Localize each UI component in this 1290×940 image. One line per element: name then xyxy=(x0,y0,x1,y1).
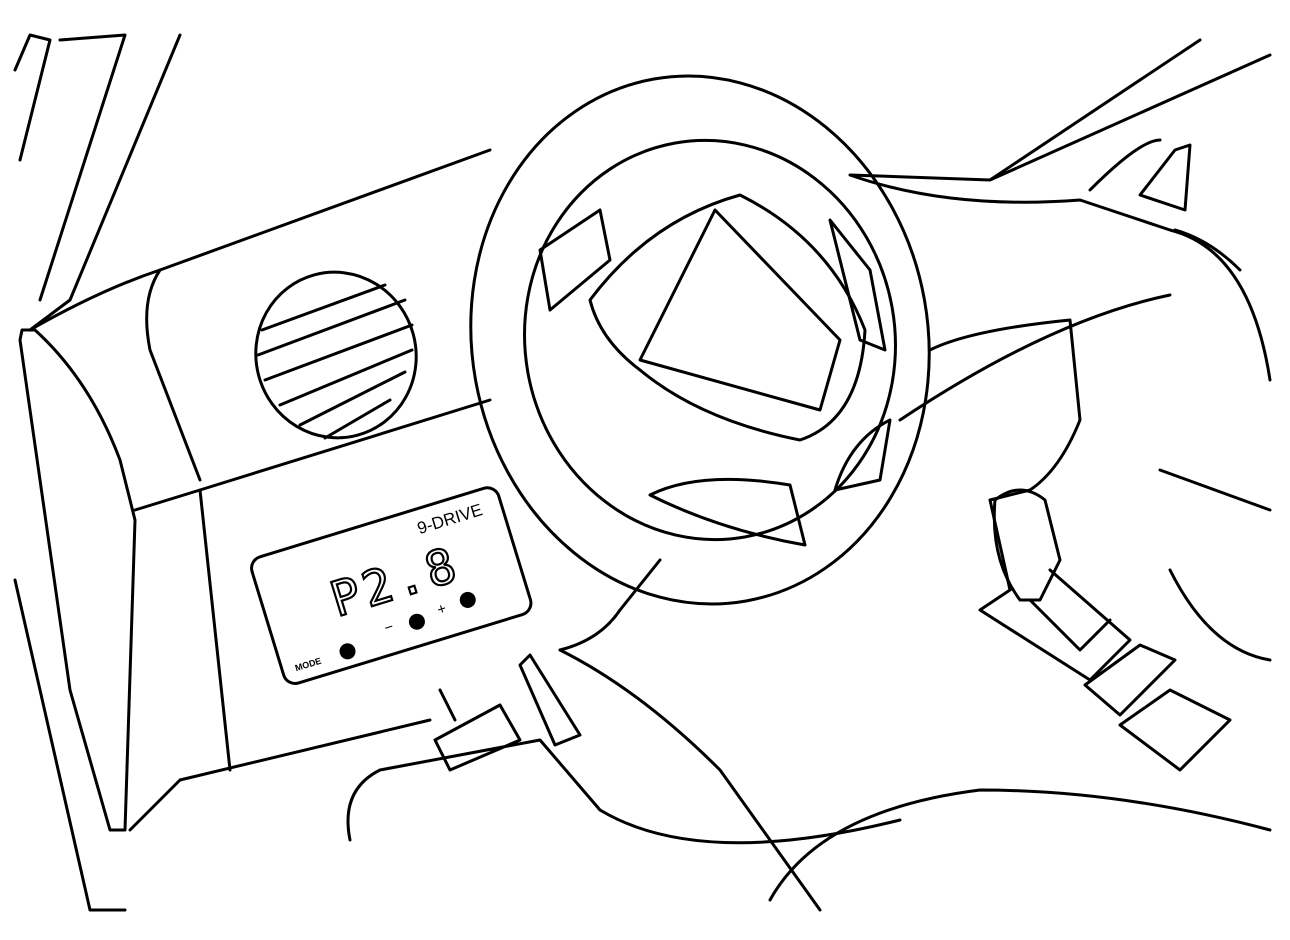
center-console xyxy=(558,468,1272,912)
device-body xyxy=(250,486,533,686)
steering-wheel xyxy=(469,74,931,606)
mode-button[interactable] xyxy=(338,641,358,661)
plus-label: + xyxy=(435,600,449,619)
throttle-controller-device: 9-DRIVE P2.8 MODE − + xyxy=(250,486,533,686)
pedals xyxy=(346,653,902,845)
right-vent xyxy=(1088,138,1242,272)
mode-label: MODE xyxy=(294,656,323,673)
a-pillar xyxy=(13,33,182,332)
door-panel xyxy=(13,328,137,912)
gear-shifter xyxy=(992,488,1112,652)
minus-button[interactable] xyxy=(407,612,427,632)
dashboard-top xyxy=(28,38,1272,482)
air-vent xyxy=(254,270,418,440)
lower-dashboard xyxy=(128,293,1172,832)
plus-button[interactable] xyxy=(458,590,478,610)
minus-label: − xyxy=(382,618,396,637)
